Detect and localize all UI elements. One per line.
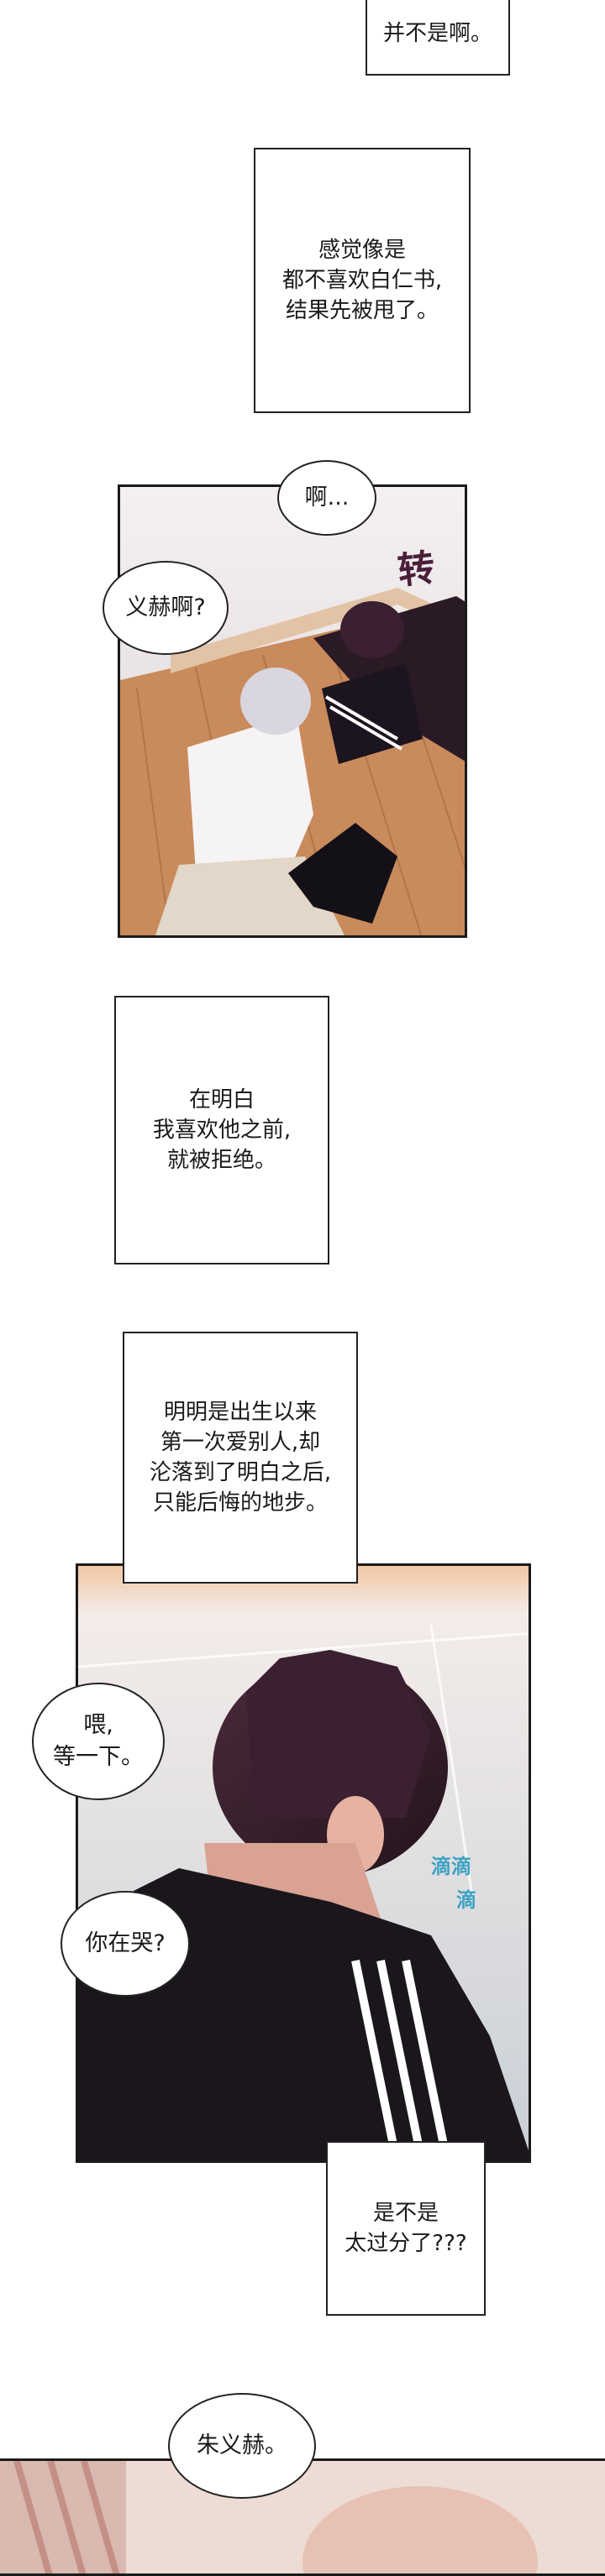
caption-text: 在明白 我喜欢他之前, 就被拒绝。 (152, 1087, 292, 1173)
caption-box: 感觉像是 都不喜欢白仁书, 结果先被甩了。 (254, 148, 471, 413)
speech-text: 义赫啊? (125, 594, 206, 620)
speech-bubble: 喂, 等一下。 (32, 1683, 165, 1800)
speech-text: 你在哭? (85, 1930, 166, 1956)
caption-text: 感觉像是 都不喜欢白仁书, 结果先被甩了。 (281, 238, 443, 323)
caption-box: 在明白 我喜欢他之前, 就被拒绝。 (114, 996, 329, 1264)
caption-box: 明明是出生以来 第一次爱别人,却 沦落到了明白之后, 只能后悔的地步。 (123, 1332, 358, 1584)
caption-text: 明明是出生以来 第一次爱别人,却 沦落到了明白之后, 只能后悔的地步。 (149, 1400, 332, 1516)
speech-bubble: 义赫啊? (103, 561, 229, 655)
sfx-drip: 滴滴 (431, 1855, 471, 1878)
speech-bubble: 朱义赫。 (168, 2393, 316, 2499)
caption-text: 并不是啊。 (382, 21, 492, 46)
comic-panel: 滴滴 滴 (76, 1563, 531, 2163)
sfx-drip: 滴 (456, 1888, 476, 1912)
speech-bubble: 你在哭? (60, 1891, 190, 1997)
caption-box: 是不是 太过分了??? (326, 2141, 486, 2316)
panel-art (78, 1566, 529, 2160)
speech-text: 朱义赫。 (197, 2432, 287, 2458)
panel-art (0, 2461, 605, 2573)
speech-bubble: 啊... (277, 460, 376, 536)
speech-text: 喂, 等一下。 (53, 1712, 144, 1770)
panel-art (120, 487, 465, 935)
caption-text: 是不是 太过分了??? (345, 2201, 467, 2256)
comic-panel: 转 (118, 484, 467, 938)
speech-text: 啊... (304, 484, 350, 510)
caption-box: 并不是啊。 (366, 0, 510, 76)
sfx-turn: 转 (395, 546, 438, 594)
